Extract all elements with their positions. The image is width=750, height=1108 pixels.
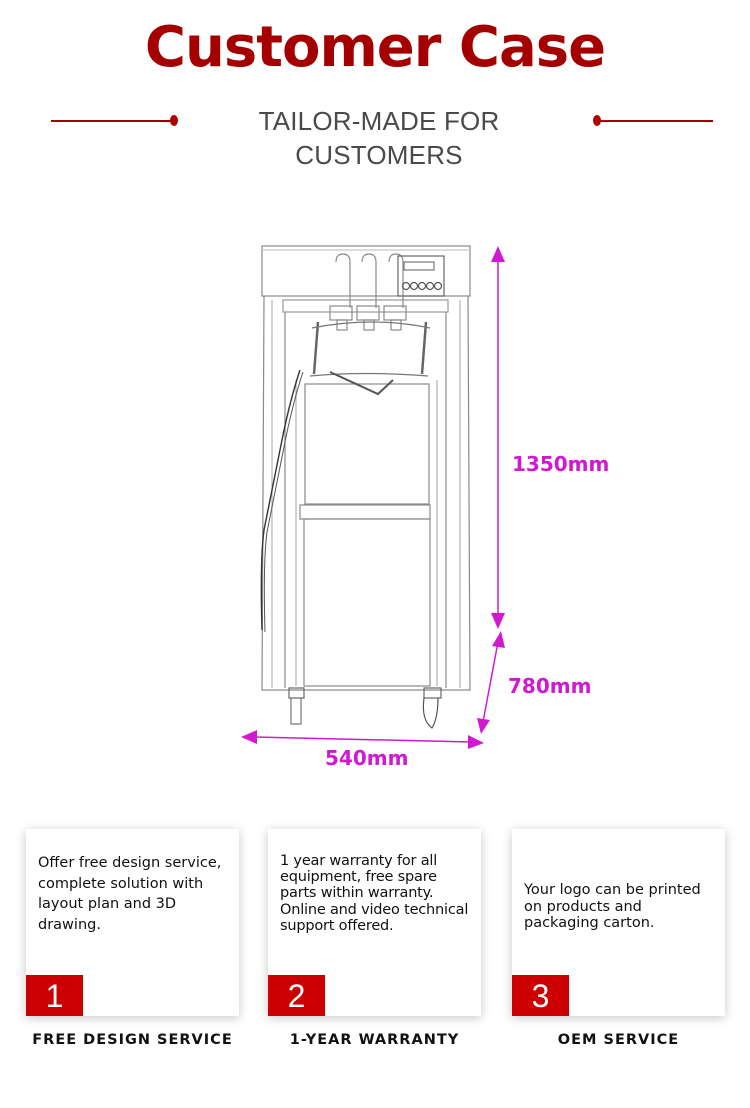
depth-dimension-label: 780mm (508, 674, 592, 698)
service-description: 1 year warranty for all equipment, free … (280, 853, 469, 934)
service-description: Offer free design service, complete solu… (38, 855, 222, 933)
service-number-badge: 3 (512, 975, 569, 1016)
width-dimension-label: 540mm (325, 746, 409, 770)
ice-cream-machine-sketch (241, 245, 505, 749)
service-card-free-design: Offer free design service, complete solu… (26, 829, 239, 1016)
page-subtitle: TAILOR-MADE FOR CUSTOMERS (258, 106, 500, 170)
service-card-oem: Your logo can be printed on products and… (512, 829, 725, 1016)
divider-line-right (600, 120, 713, 122)
height-dimension-label: 1350mm (512, 452, 610, 476)
page-title: Customer Case (144, 15, 606, 80)
service-label-oem: OEM SERVICE (557, 1032, 680, 1048)
service-label-free-design: FREE DESIGN SERVICE (32, 1032, 233, 1048)
subtitle-divider: TAILOR-MADE FOR CUSTOMERS (0, 104, 750, 170)
service-label-warranty: 1-YEAR WARRANTY (289, 1032, 460, 1048)
divider-line-left (51, 120, 173, 122)
service-number-badge: 1 (26, 975, 83, 1016)
service-description: Your logo can be printed on products and… (524, 882, 701, 931)
service-card-warranty: 1 year warranty for all equipment, free … (268, 829, 481, 1016)
divider-dot-right (593, 115, 601, 126)
divider-dot-left (170, 115, 178, 126)
service-number-badge: 2 (268, 975, 325, 1016)
product-dimension-diagram: 1350mm 780mm 540mm (241, 245, 610, 770)
